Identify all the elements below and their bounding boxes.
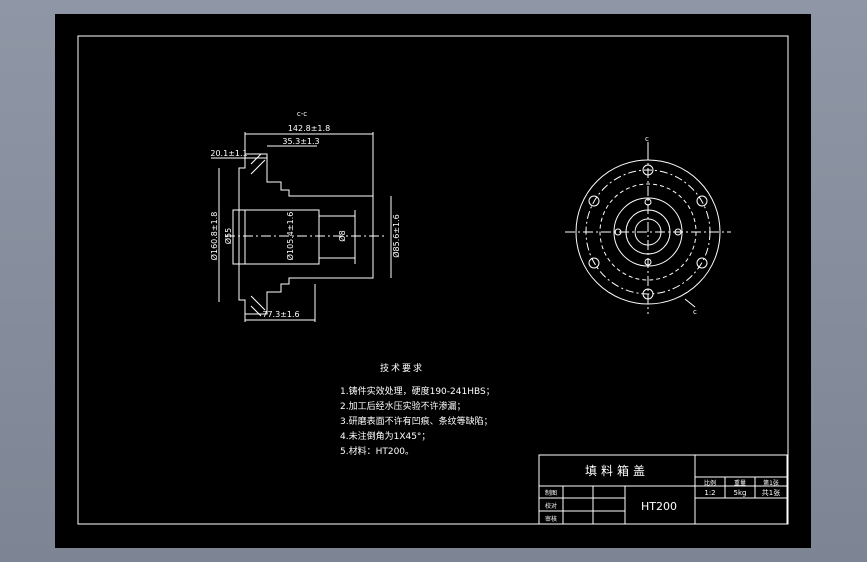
dim-inner-diameter: Ø55	[223, 228, 233, 244]
value-cell: 5kg	[734, 489, 747, 497]
cut-label-top: c	[645, 135, 649, 143]
material: HT200	[641, 500, 677, 513]
notes-heading: 技术要求	[380, 362, 424, 374]
dim-outer-diameter: Ø160.8±1.8	[209, 212, 219, 261]
section-label: c-c	[297, 110, 307, 118]
bore-outline	[232, 209, 320, 265]
row-label: 制图	[545, 489, 557, 497]
note-item: 5.材料：HT200。	[340, 445, 414, 457]
dim-flange-offset: 35.3±1.3	[282, 137, 319, 146]
value-cell: 共1张	[762, 488, 780, 497]
drawing-border	[77, 35, 789, 525]
part-outline	[238, 153, 374, 315]
dim-bottom-length: 77.3±1.6	[262, 310, 299, 319]
section-view: c-c 142.8±1.8 35.3±1.3 20.1±1.1 Ø160.8±1…	[209, 110, 401, 322]
row-label: 审核	[545, 515, 557, 523]
note-item: 3.研磨表面不许有凹痕、条纹等缺陷；	[340, 415, 493, 427]
drawing-canvas: c-c 142.8±1.8 35.3±1.3 20.1±1.1 Ø160.8±1…	[77, 35, 789, 525]
header-cell: 比例	[704, 479, 716, 487]
cut-label-bottom: c	[693, 308, 697, 316]
dim-flange-thickness: 20.1±1.1	[210, 149, 247, 158]
dim-bore-diameter: Ø105.4±1.6	[285, 212, 295, 261]
note-item: 2.加工后经水压实验不许渗漏；	[340, 400, 466, 412]
row-label: 校对	[545, 502, 557, 510]
value-cell: 1:2	[704, 489, 715, 497]
header-cell: 第1张	[763, 479, 779, 487]
title-block: 填料箱盖 HT200 比例 重量 第1张 1:2 5kg 共1张 制图 校对 审…	[538, 454, 788, 525]
drawing-sheet: c-c 142.8±1.8 35.3±1.3 20.1±1.1 Ø160.8±1…	[55, 14, 811, 548]
dim-small-diameter: Ø8	[337, 230, 347, 241]
dim-hub-diameter: Ø85.6±1.6	[391, 214, 401, 258]
part-name: 填料箱盖	[585, 463, 649, 478]
note-item: 4.未注倒角为1X45°；	[340, 430, 430, 442]
note-item: 1.铸件实效处理，硬度190-241HBS；	[340, 385, 495, 397]
dim-overall-length: 142.8±1.8	[288, 124, 330, 133]
technical-notes: 技术要求 1.铸件实效处理，硬度190-241HBS； 2.加工后经水压实验不许…	[340, 362, 495, 457]
end-view: c c	[565, 135, 731, 316]
header-cell: 重量	[734, 479, 746, 487]
